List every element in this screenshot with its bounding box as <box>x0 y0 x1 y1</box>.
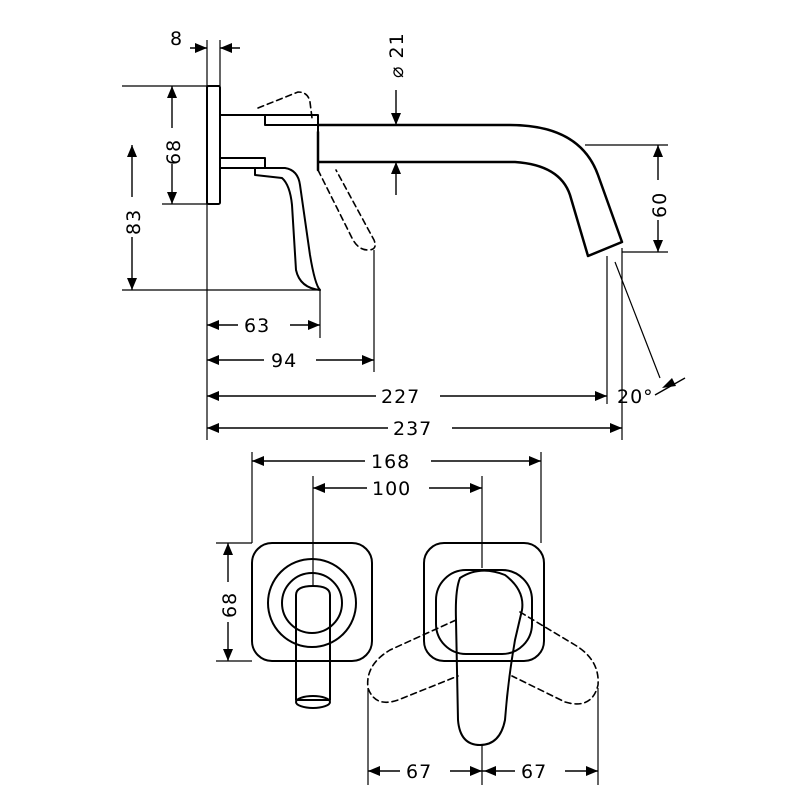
dim-label-60: 60 <box>649 192 671 218</box>
dim-flange-thickness: 8 <box>170 28 240 53</box>
spout-body <box>316 123 624 258</box>
dim-total-height: 83 <box>120 145 145 290</box>
dim-spout-reach: 227 <box>207 383 607 409</box>
dim-lever-swing-left: 67 <box>368 758 482 784</box>
lever-body-connector <box>219 114 319 169</box>
diameter-symbol: ⌀ <box>386 59 408 78</box>
dim-spout-drop: 60 <box>646 145 671 252</box>
lever-handle-side <box>254 167 321 291</box>
dim-label-20deg: 20° <box>617 386 654 408</box>
lever-handle-front <box>454 569 524 746</box>
side-view: 8 ⌀ 21 68 83 <box>120 28 686 441</box>
dim-label-67-left: 67 <box>406 761 432 783</box>
lever-swing-down-dashed <box>317 169 376 251</box>
lever-swing-right-dashed <box>511 611 599 705</box>
dim-lever-swing-right: 67 <box>482 758 598 784</box>
spout-outlet-front <box>295 695 331 709</box>
wall-flange <box>206 85 221 205</box>
lever-swing-left-dashed <box>366 619 459 704</box>
dim-center-distance: 100 <box>313 475 482 501</box>
ext-angle <box>614 261 661 379</box>
dim-label-83: 83 <box>123 209 145 235</box>
dim-label-168: 168 <box>371 451 410 473</box>
dim-label-68-front: 68 <box>219 592 241 618</box>
dim-value-21: 21 <box>386 32 408 58</box>
spout-front <box>295 585 331 701</box>
dim-overall-depth: 237 <box>207 415 622 441</box>
dim-label-227: 227 <box>381 386 420 408</box>
dim-label-68-side: 68 <box>163 139 185 165</box>
spout-rosette-inner <box>281 572 343 634</box>
dim-label-63: 63 <box>244 315 270 337</box>
dim-plate-height: 68 <box>216 543 241 661</box>
dim-label-237: 237 <box>393 418 432 440</box>
dim-spout-diameter: ⌀ 21 <box>386 32 408 195</box>
dim-plate-span: 168 <box>252 448 541 474</box>
dim-lever-reach: 94 <box>207 347 374 373</box>
dim-label-8: 8 <box>170 28 183 50</box>
lever-wall-plate <box>423 542 545 662</box>
dim-label-100: 100 <box>372 478 411 500</box>
dim-outlet-angle: 20° <box>617 377 686 408</box>
lever-swing-up-dashed <box>257 91 313 119</box>
dim-label-67-right: 67 <box>521 761 547 783</box>
dim-lever-depth: 63 <box>207 312 320 338</box>
front-view: 168 100 68 67 <box>216 448 599 785</box>
dim-label-21: ⌀ 21 <box>386 32 408 78</box>
lever-base-plate <box>435 569 533 655</box>
dim-label-94: 94 <box>271 350 297 372</box>
spout-outlet <box>587 241 623 257</box>
spout-rosette-outer <box>267 558 357 648</box>
lever-cap <box>264 114 319 126</box>
spout-wall-plate <box>251 542 373 662</box>
dim-flange-height-side: 68 <box>160 86 185 204</box>
